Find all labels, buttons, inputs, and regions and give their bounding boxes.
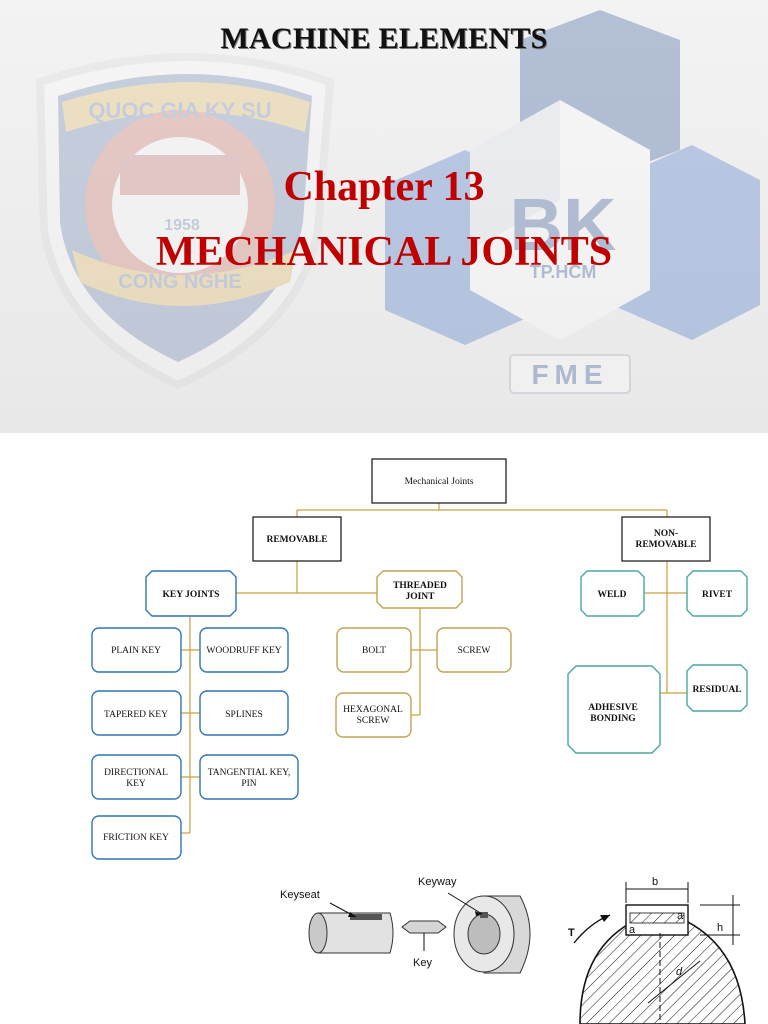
tangential-key-label-2: PIN [241,779,256,789]
hub-keyway-figure: Keyway [418,876,531,974]
residual-label: RESIDUAL [692,685,741,695]
friction-key-label: FRICTION KEY [103,833,169,843]
plain-key-label: PLAIN KEY [111,646,161,656]
key-label: Key [413,957,432,969]
title-slide: QUOC GIA KY SU 1958 CONG NGHE BK TP.HCM … [0,0,768,433]
hexagonal-screw-label-2: SCREW [357,716,390,726]
key-figure: Key [401,920,447,969]
directional-key-label-1: DIRECTIONAL [104,768,168,778]
right-logo-text: BK [510,183,617,266]
non-removable-type-boxes [567,570,748,754]
dim-b-label: b [652,876,658,888]
left-school-logo: QUOC GIA KY SU 1958 CONG NGHE [35,53,335,390]
dim-a-right-label: a [677,910,684,922]
left-logo-year: 1958 [164,217,200,234]
non-removable-label-2: REMOVABLE [635,540,696,550]
diagram-canvas: Mechanical Joints REMOVABLE NON- REMOVAB… [91,458,748,1024]
threaded-label-2: JOINT [405,592,435,602]
weld-label: WELD [597,590,626,600]
non-removable-node: NON- REMOVABLE [621,516,711,562]
tapered-key-label: TAPERED KEY [104,710,168,720]
screw-label: SCREW [458,646,491,656]
key-type-boxes [91,627,299,860]
dim-d-label: d [676,966,683,978]
course-title: MACHINE ELEMENTS [220,22,548,55]
key-joints-node: KEY JOINTS [145,570,237,617]
left-logo-bottom-text: CONG NGHE [118,271,241,293]
keyway-label: Keyway [418,876,457,888]
keyseat-label: Keyseat [280,889,320,901]
mechanical-joints-diagram: Mechanical Joints REMOVABLE NON- REMOVAB… [0,433,768,1024]
key-cross-section-figure: b h T d a a [568,876,746,1024]
right-bk-logo: BK TP.HCM FME [385,10,760,394]
dim-a-left-label: a [629,924,636,936]
watermark-logos: QUOC GIA KY SU 1958 CONG NGHE BK TP.HCM … [35,10,760,394]
shaft-keyseat-figure: Keyseat [280,889,394,954]
bolt-label: BOLT [362,646,386,656]
woodruff-key-label: WOODRUFF KEY [206,646,281,656]
rivet-label: RIVET [702,590,733,600]
threaded-type-boxes [335,627,512,738]
root-node: Mechanical Joints [371,458,507,504]
dim-h-label: h [717,922,723,934]
chapter-title: MECHANICAL JOINTS [155,229,613,275]
root-label: Mechanical Joints [405,477,474,487]
right-logo-bottom: FME [531,359,608,390]
threaded-label-1: THREADED [393,581,447,591]
threaded-joint-node: THREADED JOINT [376,570,463,609]
key-joints-label: KEY JOINTS [163,590,220,600]
dim-T-label: T [568,927,575,939]
left-logo-top-text: QUOC GIA KY SU [88,98,271,123]
hexagonal-screw-label-1: HEXAGONAL [343,705,403,715]
removable-node: REMOVABLE [252,516,342,562]
adhesive-bonding-label-2: BONDING [590,714,636,724]
chapter-number: Chapter 13 [283,164,485,210]
tangential-key-label-1: TANGENTIAL KEY, [208,768,291,778]
non-removable-label-1: NON- [654,529,678,539]
directional-key-label-2: KEY [126,779,146,789]
right-logo-sub: TP.HCM [530,262,597,282]
removable-label: REMOVABLE [266,535,327,545]
splines-label: SPLINES [225,710,262,720]
adhesive-bonding-label-1: ADHESIVE [588,703,638,713]
